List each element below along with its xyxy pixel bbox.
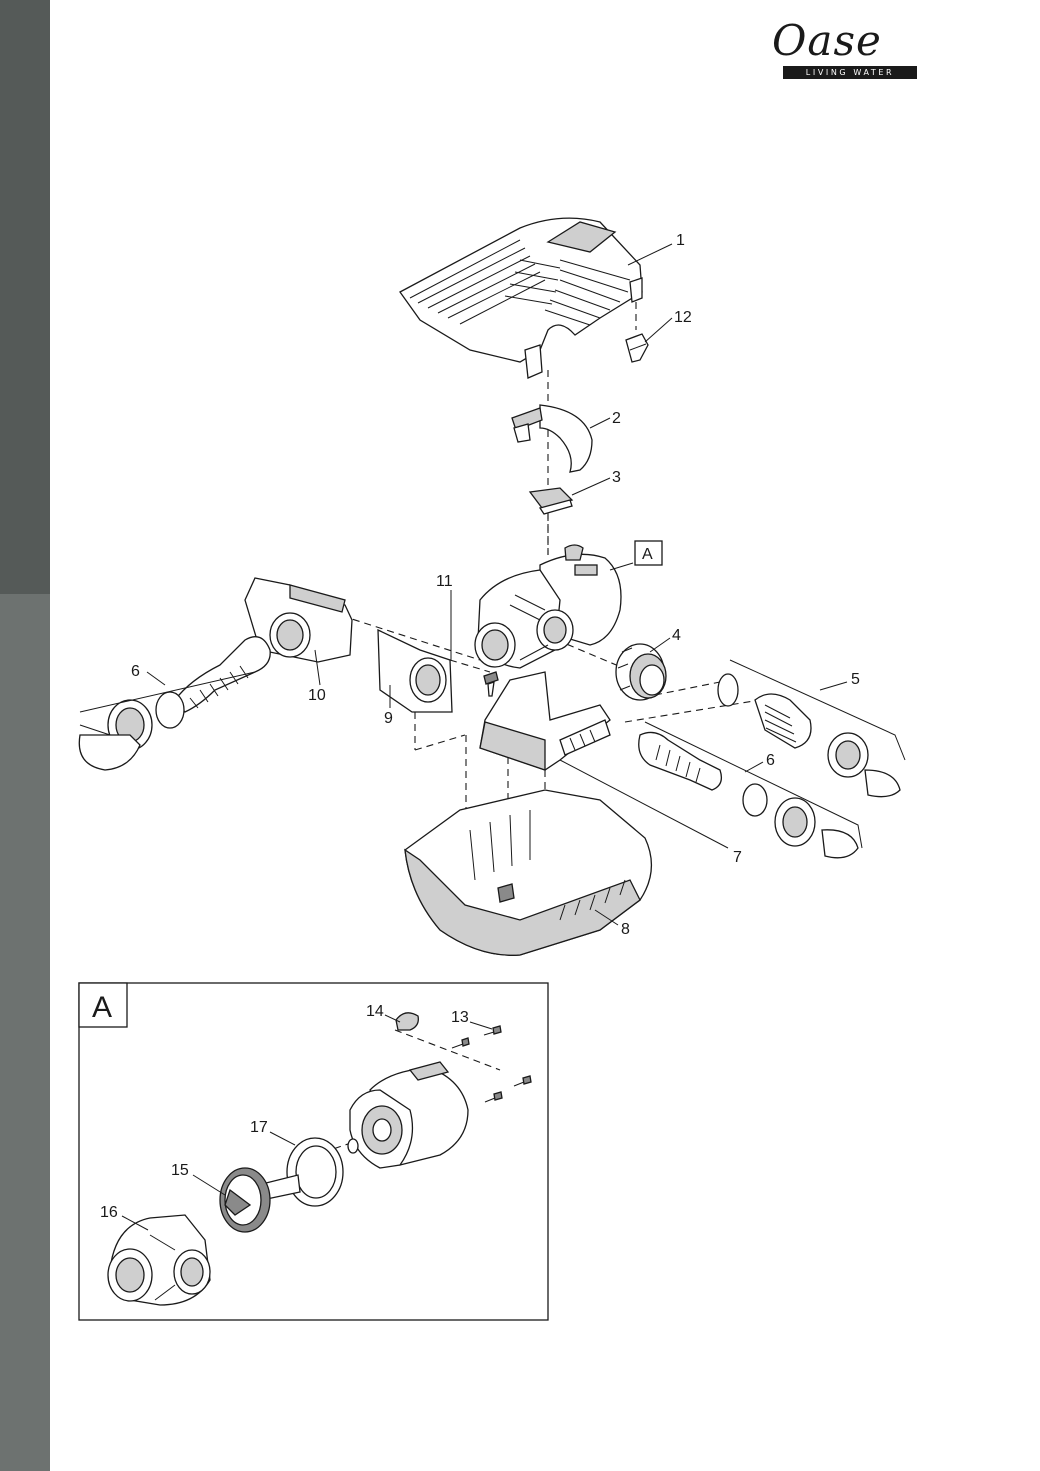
callout-14: 14 <box>366 1003 384 1020</box>
part-threaded-nut <box>615 643 667 701</box>
part-seal-ring-17 <box>286 1137 344 1207</box>
callout-17: 17 <box>250 1119 268 1136</box>
callout-1: 1 <box>676 232 685 249</box>
callout-3: 3 <box>612 469 621 486</box>
part-housing-base <box>404 789 653 956</box>
module-a-tag-box <box>634 540 663 566</box>
part-clip-12 <box>625 333 649 363</box>
callout-labels-main: 1 12 2 3 A 11 4 5 6 10 9 6 7 8 <box>131 232 860 938</box>
callout-12: 12 <box>674 309 692 326</box>
sidebar-dark-strip <box>0 0 50 594</box>
brand-logo: Oase LIVING WATER <box>770 18 920 86</box>
part-pump-chamber-16 <box>107 1214 211 1306</box>
part-cable-holder <box>511 404 593 473</box>
callout-9: 9 <box>384 710 393 727</box>
part-right-lower-assembly <box>638 721 863 859</box>
part-top-cover <box>399 217 643 379</box>
logo-tag-bar <box>783 66 917 79</box>
callout-16: 16 <box>100 1204 118 1221</box>
logo-tagline: LIVING WATER <box>805 68 895 77</box>
part-small-seal <box>347 1138 359 1154</box>
callout-11: 11 <box>436 573 453 590</box>
callout-4: 4 <box>672 627 681 644</box>
callout-6-right: 6 <box>766 752 775 769</box>
part-clip-3 <box>528 487 574 515</box>
logo-wordmark: Oase <box>772 16 882 65</box>
part-impeller-15 <box>219 1167 301 1233</box>
callout-leaders-main <box>146 243 848 926</box>
callout-8: 8 <box>621 921 630 938</box>
part-pump-motor-unit <box>474 544 622 669</box>
module-a-tag: A <box>642 546 653 563</box>
callout-2: 2 <box>612 410 621 427</box>
callout-10: 10 <box>308 687 326 704</box>
part-motor-housing <box>349 1061 469 1169</box>
callout-13: 13 <box>451 1009 469 1026</box>
detail-a-panel: A <box>78 982 549 1321</box>
part-right-outlet-assembly <box>717 659 906 798</box>
callout-7: 7 <box>733 849 742 866</box>
part-cable-clip-14 <box>395 1012 419 1031</box>
part-screw-11 <box>483 671 499 697</box>
part-left-inlet-assembly <box>78 577 353 771</box>
callout-15: 15 <box>171 1162 189 1179</box>
callout-5: 5 <box>851 671 860 688</box>
part-screws-13 <box>451 1025 532 1103</box>
detail-a-tag: A <box>92 991 112 1024</box>
callout-6-left: 6 <box>131 663 140 680</box>
part-bracket <box>479 671 611 771</box>
sidebar-light-strip <box>0 594 50 1471</box>
part-cover-plate <box>377 628 453 713</box>
